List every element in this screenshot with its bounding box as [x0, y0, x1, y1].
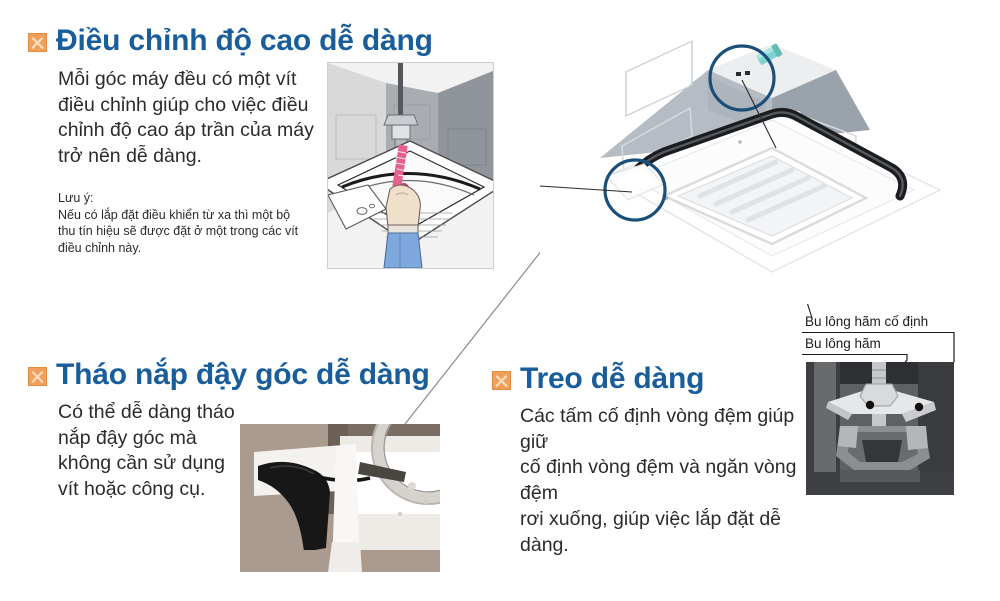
- section-body-text: Mỗi góc máy đều có một vít điều chỉnh gi…: [58, 67, 314, 168]
- callout-label-bolt: Bu lông hãm: [805, 336, 881, 351]
- orange-x-square-icon: [492, 371, 511, 390]
- section-easy-height-adjustment: Điều chỉnh độ cao dễ dàng Mỗi góc máy đề…: [28, 24, 433, 256]
- callout-underline-bolt-fixed: [802, 332, 954, 333]
- orange-x-square-icon: [28, 367, 47, 386]
- section-easy-corner-cover-removal: Tháo nắp đậy góc dễ dàng Có thể dễ dàng …: [28, 358, 448, 503]
- section-note-text: Lưu ý: Nếu có lắp đặt điều khiển từ xa t…: [58, 191, 299, 255]
- orange-x-square-icon: [28, 33, 47, 52]
- section-title: Điều chỉnh độ cao dễ dàng: [56, 24, 433, 57]
- locking-bolt-photo: [806, 362, 954, 495]
- ceiling-cassette-unit-illustration: [540, 18, 992, 304]
- callout-underline-bolt: [802, 354, 907, 355]
- section-heading-row: Tháo nắp đậy góc dễ dàng: [28, 358, 448, 392]
- ceiling-screw-adjustment-illustration: [327, 62, 494, 269]
- section-title: Tháo nắp đậy góc dễ dàng: [56, 358, 430, 391]
- section-body-text: Các tấm cố định vòng đệm giúp giữ cố địn…: [520, 404, 797, 557]
- section-title: Treo dễ dàng: [520, 362, 705, 395]
- section-body-text: Có thể dễ dàng tháo nắp đậy góc mà không…: [58, 400, 235, 501]
- section-easy-hanging: Treo dễ dàng Các tấm cố định vòng đệm gi…: [492, 362, 822, 559]
- corner-cover-removal-photo: [240, 424, 440, 572]
- callout-label-bolt-fixed: Bu lông hãm cố định: [805, 314, 929, 329]
- section-heading-row: Treo dễ dàng: [492, 362, 822, 396]
- section-heading-row: Điều chỉnh độ cao dễ dàng: [28, 24, 433, 58]
